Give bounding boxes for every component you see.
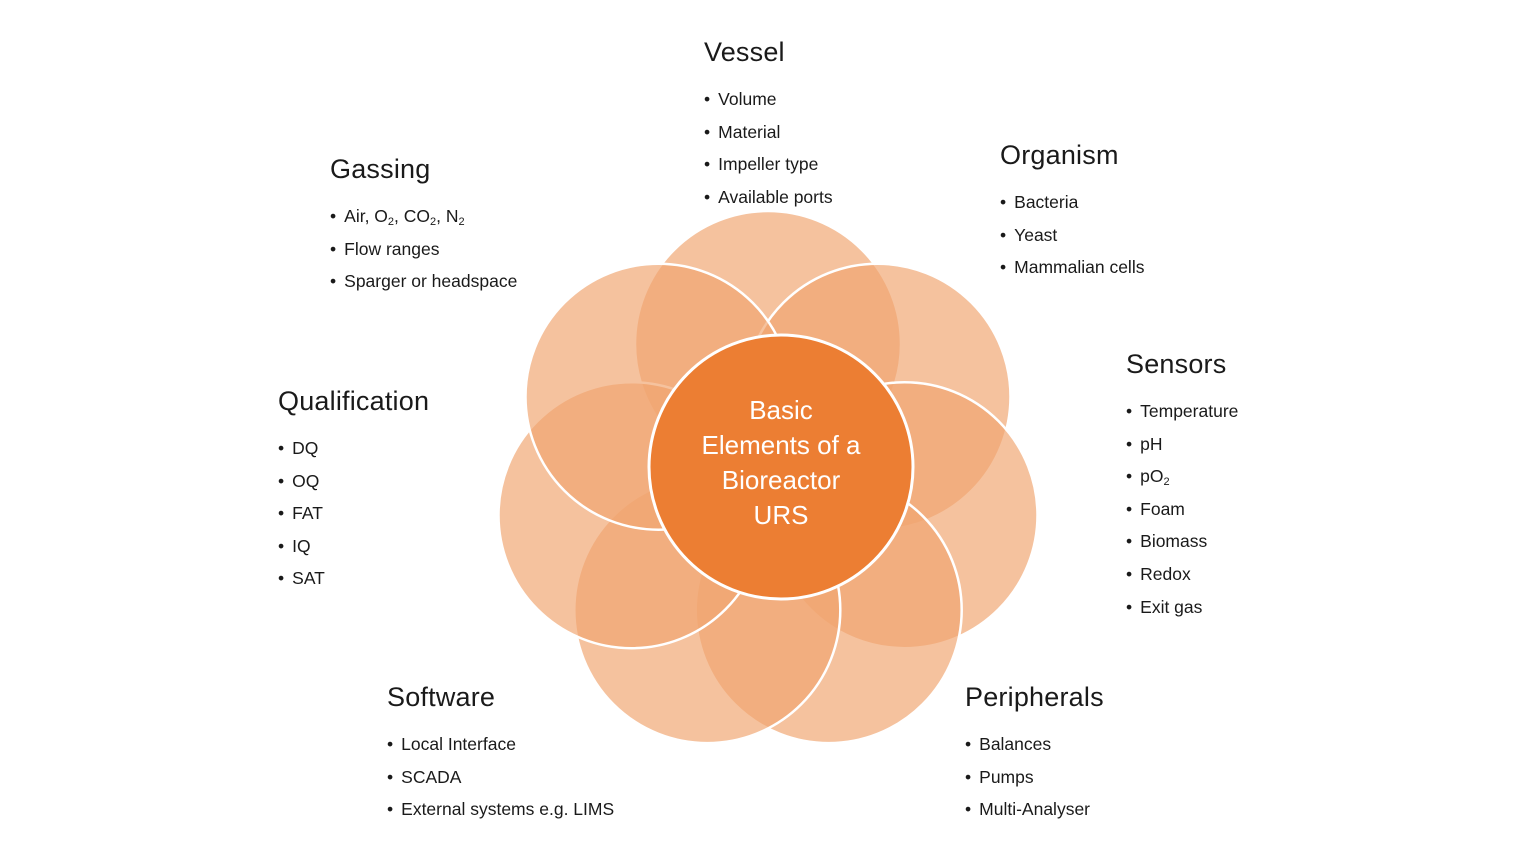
- center-line: Basic: [749, 395, 813, 425]
- peripherals-title: Peripherals: [965, 682, 1104, 712]
- list-item: Impeller type: [704, 148, 833, 181]
- list-item: Biomass: [1126, 525, 1238, 558]
- center-line: Bioreactor: [721, 465, 841, 495]
- qualification-block: Qualification DQ OQ FAT IQ SAT: [278, 384, 429, 595]
- list-item: FAT: [278, 497, 429, 530]
- peripherals-list: Balances Pumps Multi-Analyser: [965, 728, 1104, 826]
- software-list: Local Interface SCADA External systems e…: [387, 728, 614, 826]
- list-item: External systems e.g. LIMS: [387, 793, 614, 826]
- list-item: Bacteria: [1000, 186, 1144, 219]
- software-title: Software: [387, 682, 496, 712]
- list-item: Balances: [965, 728, 1104, 761]
- organism-title: Organism: [1000, 140, 1119, 170]
- center-circle: [647, 333, 915, 601]
- organism-list: Bacteria Yeast Mammalian cells: [1000, 186, 1144, 284]
- list-item: Flow ranges: [330, 233, 517, 266]
- list-item: Exit gas: [1126, 591, 1238, 624]
- po2-text: pO2: [1140, 466, 1170, 489]
- gassing-block: Gassing Air, O2, CO2, N2 Flow ranges Spa…: [330, 152, 517, 298]
- list-item: Sparger or headspace: [330, 265, 517, 298]
- organism-block: Organism Bacteria Yeast Mammalian cells: [1000, 138, 1144, 284]
- list-item: Temperature: [1126, 395, 1238, 428]
- list-item: DQ: [278, 432, 429, 465]
- list-item: Air, O2, CO2, N2: [330, 200, 517, 233]
- list-item: Redox: [1126, 558, 1238, 591]
- qualification-list: DQ OQ FAT IQ SAT: [278, 432, 429, 595]
- list-item: SAT: [278, 562, 429, 595]
- list-item: Available ports: [704, 181, 832, 214]
- sensors-block: Sensors Temperature pH pO2 Foam Biomass …: [1126, 347, 1238, 623]
- qualification-title: Qualification: [278, 386, 430, 416]
- vessel-block: Vessel Volume Material Impeller type Ava…: [704, 35, 833, 213]
- vessel-list: Volume Material Impeller type Available …: [704, 83, 833, 214]
- list-item: SCADA: [387, 761, 614, 794]
- gas-list-text: Air, O2, CO2, N2: [344, 206, 465, 228]
- center-line: URS: [753, 500, 809, 530]
- center-line: Elements of a: [701, 430, 861, 460]
- list-item: Yeast: [1000, 219, 1144, 252]
- list-item: Local Interface: [387, 728, 614, 761]
- list-item: Foam: [1126, 493, 1238, 526]
- sensors-title: Sensors: [1126, 349, 1227, 379]
- list-item: Mammalian cells: [1000, 251, 1144, 284]
- sensors-list: Temperature pH pO2 Foam Biomass Redox Ex…: [1126, 395, 1238, 623]
- list-item: Volume: [704, 83, 833, 116]
- list-item: pH: [1126, 428, 1238, 461]
- vessel-title: Vessel: [704, 37, 785, 67]
- list-item: IQ: [278, 530, 429, 563]
- center-label: Basic Elements of a Bioreactor URS: [650, 393, 912, 533]
- list-item: pO2: [1126, 460, 1238, 493]
- list-item: Material: [704, 116, 833, 149]
- list-item: OQ: [278, 465, 429, 498]
- gassing-list: Air, O2, CO2, N2 Flow ranges Sparger or …: [330, 200, 517, 298]
- gassing-title: Gassing: [330, 154, 431, 184]
- peripherals-block: Peripherals Balances Pumps Multi-Analyse…: [965, 680, 1104, 826]
- software-block: Software Local Interface SCADA External …: [387, 680, 614, 826]
- list-item: Pumps: [965, 761, 1104, 794]
- list-item: Multi-Analyser: [965, 793, 1104, 826]
